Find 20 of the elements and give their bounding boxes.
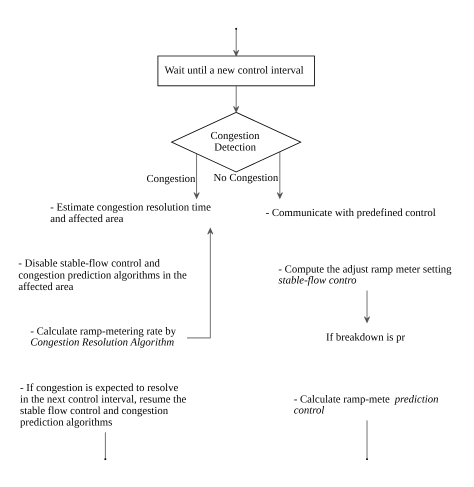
- arrow: [364, 290, 370, 322]
- node-text: If breakdown is pr: [326, 330, 406, 343]
- node-text: - Communicate with predefined control: [266, 206, 436, 219]
- connector: [104, 431, 106, 458]
- node-text: - Calculate ramp-metering rate by Congestion Resolution Algorithm: [30, 325, 176, 348]
- connector: [366, 420, 368, 458]
- arrow: [233, 85, 240, 112]
- edge-label: No Congestion: [213, 171, 278, 184]
- node-box: Wait until a new control interval: [158, 55, 315, 86]
- node-text: - Calculate ramp-mete prediction control: [294, 393, 439, 416]
- arrow: [276, 151, 283, 198]
- arrow: [194, 152, 200, 198]
- arrow: [186, 227, 214, 338]
- arrow: [236, 28, 237, 50]
- edge-label: Congestion: [146, 172, 196, 184]
- node-text: - Compute the adjust ramp meter setting stable-flow contro: [278, 262, 452, 286]
- node-text: - Disable stable-flow control and congestion prediction algorithms in the affected area: [18, 257, 187, 292]
- node-text: - Estimate congestion resolution time and affected area: [50, 200, 211, 224]
- node-text: - If congestion is expected to resolve in the next control interval, resume the stable flow control and congestion prediction algorithms: [20, 381, 186, 428]
- node-diamond: Congestion Detection: [170, 111, 302, 172]
